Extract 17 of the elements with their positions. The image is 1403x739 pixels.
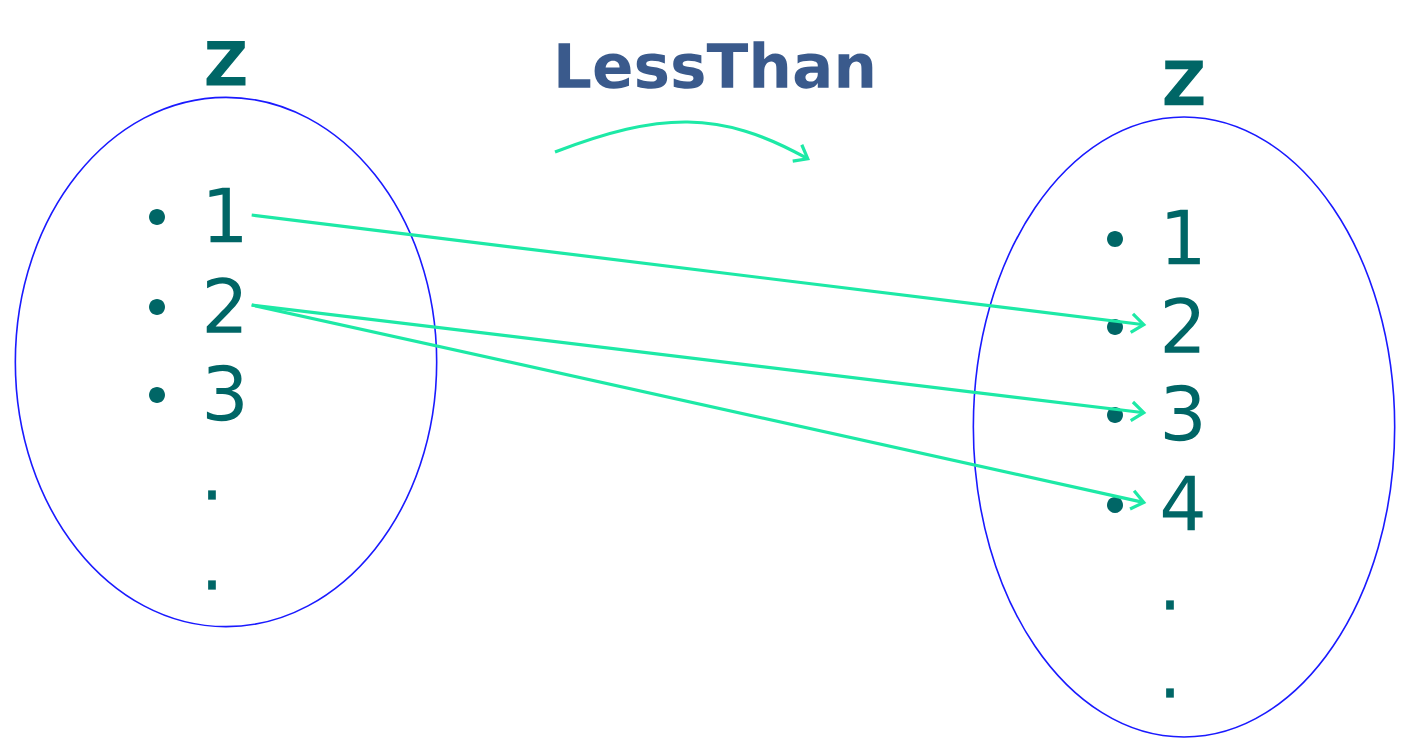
- list-item: 1: [1167, 209, 1200, 265]
- node-label: Z: [206, 40, 246, 86]
- arrow: [251, 303, 1147, 511]
- node-label: Z: [1164, 60, 1204, 106]
- list-item: 3: [1164, 384, 1201, 442]
- arrow: [251, 303, 1147, 422]
- list-item: 2: [206, 277, 242, 333]
- list-item: 1: [209, 187, 242, 243]
- list-item: .: [1166, 600, 1174, 610]
- relation-name: LessThan: [558, 41, 873, 89]
- list-item: 4: [1162, 475, 1203, 531]
- arrow: [251, 213, 1147, 334]
- list-item: 3: [206, 364, 243, 422]
- list-item: .: [1166, 688, 1174, 698]
- list-item: .: [208, 490, 216, 500]
- list-item: 2: [1164, 297, 1200, 353]
- list-item: .: [208, 580, 216, 590]
